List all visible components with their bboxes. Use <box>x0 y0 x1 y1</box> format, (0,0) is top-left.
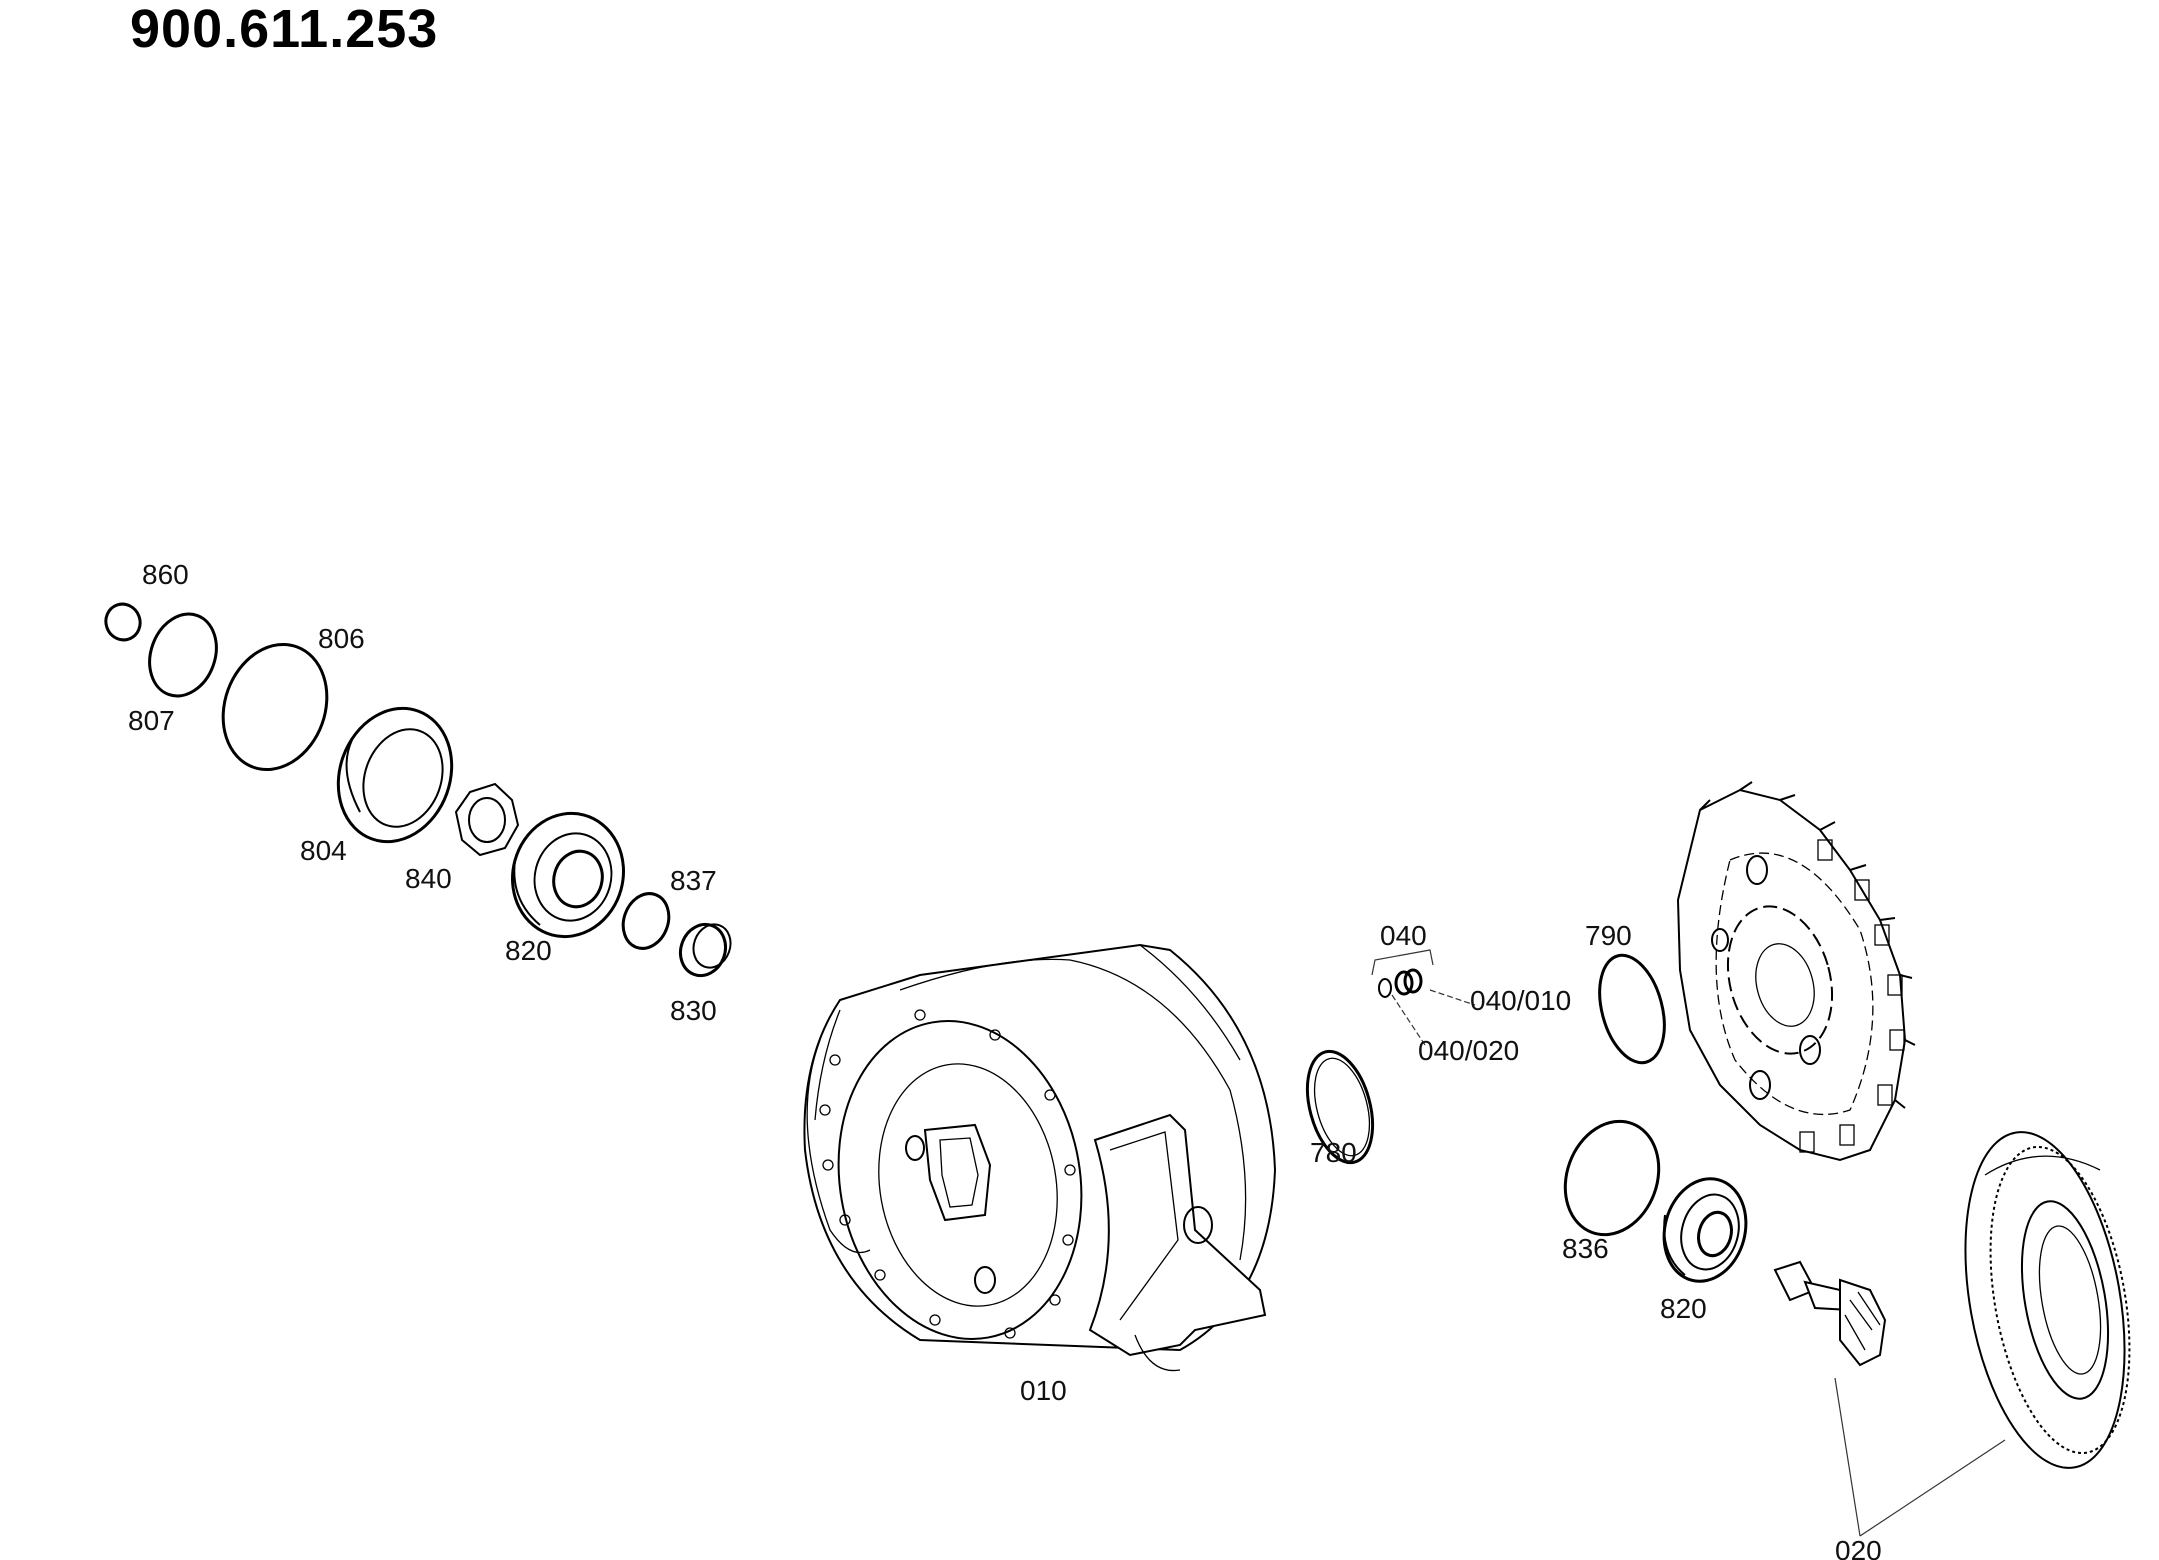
callout-807: 807 <box>128 705 175 736</box>
callout-830: 830 <box>670 995 717 1026</box>
part-790-o-ring[interactable] <box>1589 948 1675 1070</box>
callout-840: 840 <box>405 863 452 894</box>
callout-820-lower: 820 <box>1660 1293 1707 1324</box>
part-804-shaft-seal[interactable] <box>320 692 470 857</box>
part-837-ring[interactable] <box>616 887 676 955</box>
part-780-o-ring[interactable] <box>1296 1044 1383 1170</box>
callout-010: 010 <box>1020 1375 1067 1406</box>
part-820-roller-bearing-upper[interactable] <box>499 801 637 949</box>
part-807-o-ring[interactable] <box>139 605 228 706</box>
part-020-leaders <box>1834 1377 2006 1537</box>
part-010-axle-housing[interactable] <box>803 943 1277 1372</box>
callout-860: 860 <box>142 559 189 590</box>
part-836-o-ring[interactable] <box>1550 1108 1674 1248</box>
part-020-crown-wheel[interactable] <box>1942 1120 2151 1481</box>
drawing-number: 900.611.253 <box>130 0 439 59</box>
part-020-drive-pinion[interactable] <box>1773 1260 1887 1367</box>
callout-836: 836 <box>1562 1233 1609 1264</box>
callout-040-010: 040/010 <box>1470 985 1571 1016</box>
callout-040-020: 040/020 <box>1418 1035 1519 1066</box>
part-830-sleeve[interactable] <box>673 918 736 982</box>
callout-780: 780 <box>1310 1137 1357 1168</box>
part-806-o-ring[interactable] <box>206 630 344 784</box>
part-840-slotted-nut[interactable] <box>454 782 520 857</box>
callout-790: 790 <box>1585 920 1632 951</box>
callout-806: 806 <box>318 623 365 654</box>
part-820-roller-bearing-lower[interactable] <box>1653 1169 1757 1290</box>
part-040-leaders <box>1371 949 1476 1046</box>
callout-020: 020 <box>1835 1535 1882 1560</box>
part-040-plug-set[interactable] <box>1378 968 1423 998</box>
part-gear-carrier-plate[interactable] <box>1676 781 1916 1162</box>
callout-837: 837 <box>670 865 717 896</box>
callout-820-upper: 820 <box>505 935 552 966</box>
callout-040: 040 <box>1380 920 1427 951</box>
callout-804: 804 <box>300 835 347 866</box>
part-860-circlip[interactable] <box>101 599 145 644</box>
